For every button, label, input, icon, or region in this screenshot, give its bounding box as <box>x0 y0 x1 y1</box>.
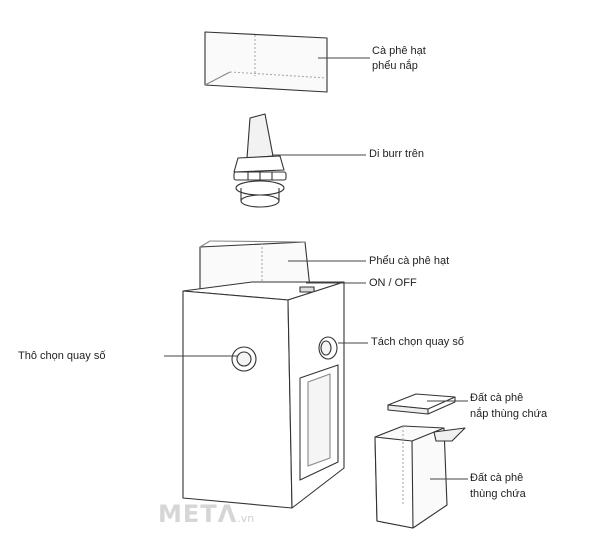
label-hopper-lid-line1: Cà phê hạt <box>372 45 426 57</box>
label-container-lid-line2: nắp thùng chứa <box>470 408 548 420</box>
label-on-off: ON / OFF <box>369 277 417 289</box>
label-container-line1: Đất cà phê <box>470 472 524 484</box>
label-bean-hopper: Phểu cà phê hạt <box>369 255 450 267</box>
grinder-body-drawing <box>182 281 345 509</box>
label-hopper-lid-line2: phểu nắp <box>372 60 418 72</box>
label-coarse-dial: Thô chọn quay số <box>18 350 106 362</box>
label-container-line2: thùng chứa <box>470 488 526 500</box>
label-separate-dial: Tách chọn quay số <box>371 336 464 348</box>
watermark-logo: METΛ.vn <box>158 500 254 528</box>
container-lid-drawing <box>387 393 456 415</box>
upper-burr-drawing <box>233 113 287 208</box>
label-container-lid-line1: Đất cà phê <box>470 392 524 404</box>
watermark-suffix: .vn <box>237 512 255 525</box>
grounds-container-drawing <box>374 425 466 529</box>
leader-lines <box>164 57 468 480</box>
label-upper-burr: Di burr trên <box>369 148 425 160</box>
hopper-lid-drawing <box>204 31 328 93</box>
watermark-brand: METΛ <box>158 500 238 528</box>
